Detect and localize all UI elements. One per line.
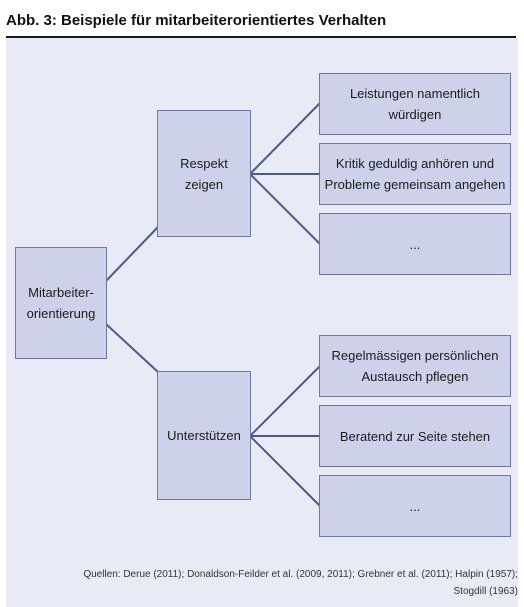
- figure-title: Abb. 3: Beispiele für mitarbeiterorienti…: [6, 12, 387, 29]
- connector-root-to-unterstuetzen: [105, 323, 159, 373]
- leaf-leistungen-line-1: Leistungen namentlich: [349, 86, 481, 101]
- leaf-box-beratend: Beratend zur Seite stehen: [319, 405, 511, 467]
- leaf-ellipsis-2-label: ...: [409, 498, 421, 514]
- root-label-line-2: orientierung: [26, 306, 96, 321]
- leaf-leistungen-line-2: würdigen: [388, 107, 442, 122]
- leaf-box-ellipsis-1: ...: [319, 213, 511, 275]
- title-rule: [6, 36, 516, 38]
- leaf-kritik-line-2: Probleme gemeinsam angehen: [324, 177, 506, 192]
- connector-unterstuetzen-to-leaf-1: [249, 365, 321, 437]
- leaf-box-kritik: Kritik geduldig anhören und Probleme gem…: [319, 143, 511, 205]
- leaf-box-austausch: Regelmässigen persönlichen Austausch pfl…: [319, 335, 511, 397]
- leaf-austausch-line-2: Austausch pflegen: [361, 369, 469, 384]
- branch-unterstuetzen-label: Unterstützen: [167, 428, 241, 443]
- branch-respekt-label-line-1: Respekt: [180, 155, 228, 171]
- leaf-kritik-line-1: Kritik geduldig anhören und: [335, 156, 495, 171]
- leaf-box-ellipsis-2: ...: [319, 475, 511, 537]
- connector-respekt-to-leaf-1: [249, 102, 321, 175]
- branch-box-respekt: Respekt zeigen: [157, 110, 251, 237]
- sources-note: Quellen: Derue (2011); Donaldson-Feilder…: [16, 566, 518, 600]
- branch-respekt-label-line-2: zeigen: [184, 176, 224, 192]
- sources-line-2: Stogdill (1963): [453, 586, 518, 597]
- connector-root-to-respekt: [105, 226, 159, 282]
- leaf-austausch-line-1: Regelmässigen persönlichen: [331, 348, 499, 363]
- sources-line-1: Quellen: Derue (2011); Donaldson-Feilder…: [83, 569, 518, 580]
- root-label-line-1: Mitarbeiter-: [28, 285, 94, 300]
- connector-unterstuetzen-to-leaf-3: [249, 435, 321, 507]
- root-box: Mitarbeiter- orientierung: [15, 247, 107, 359]
- connector-respekt-to-leaf-3: [249, 173, 321, 245]
- leaf-box-leistungen: Leistungen namentlich würdigen: [319, 73, 511, 135]
- leaf-ellipsis-1-label: ...: [409, 236, 421, 252]
- leaf-beratend-label: Beratend zur Seite stehen: [339, 428, 491, 444]
- branch-box-unterstuetzen: Unterstützen: [157, 371, 251, 500]
